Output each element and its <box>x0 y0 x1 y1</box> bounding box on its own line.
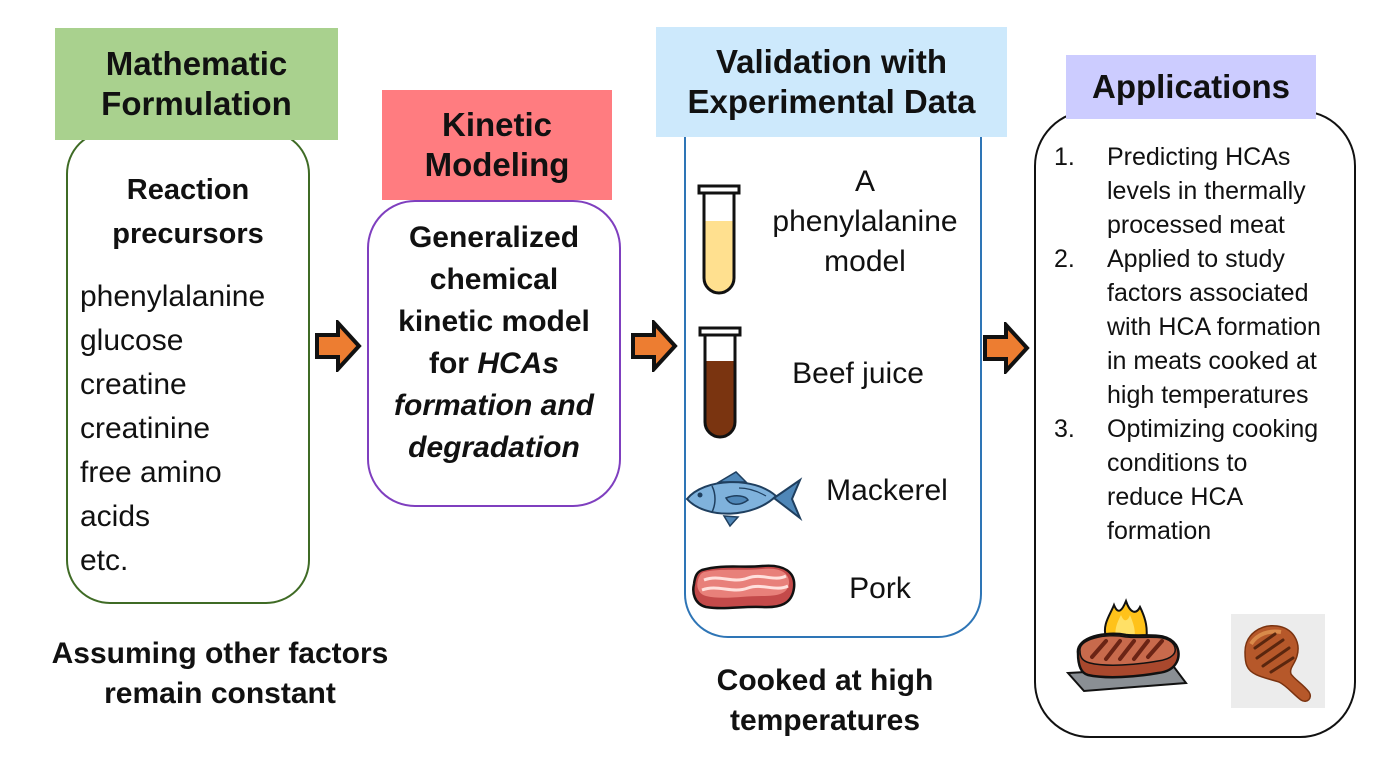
precursor-item: glucose <box>80 324 184 357</box>
precursor-item: etc. <box>80 544 129 577</box>
reaction-precursors-heading: Reaction precursors <box>66 168 310 256</box>
caption-line: Cooked at high <box>716 664 934 697</box>
label-line: Mackerel <box>826 474 948 507</box>
kinetic-modeling-header: Kinetic Modeling <box>382 90 612 200</box>
description-line: chemical <box>429 263 559 296</box>
item-number: 2. <box>1054 245 1075 273</box>
text-line: formation <box>1107 517 1212 545</box>
text-line: processed meat <box>1107 211 1285 239</box>
header-line: Kinetic <box>441 106 553 143</box>
item-number: 1. <box>1054 143 1075 171</box>
item-number: 3. <box>1054 415 1075 443</box>
caption-line: remain constant <box>104 677 336 710</box>
fish-icon <box>685 471 803 528</box>
label-line: Beef juice <box>792 357 924 390</box>
precursor-item: creatinine <box>80 412 211 445</box>
math-formulation-box <box>66 130 310 604</box>
application-item: 2. Applied to study factors associated w… <box>1054 242 1354 412</box>
text-line: high temperatures <box>1107 381 1309 409</box>
validation-item-beef-juice: Beef juice <box>778 354 938 394</box>
pork-meat-icon <box>692 564 796 610</box>
applications-header: Applications <box>1066 55 1316 119</box>
math-formulation-header: Mathematic Formulation <box>55 28 338 140</box>
description-line: degradation <box>408 431 580 464</box>
arrow-right-icon <box>631 320 678 372</box>
label-line: model <box>824 245 906 278</box>
applications-list: 1. Predicting HCAs levels in thermally p… <box>1054 140 1354 548</box>
test-tube-yellow-icon <box>697 184 741 295</box>
validation-item-phenylalanine-model: A phenylalanine model <box>752 162 978 282</box>
test-tube-brown-icon <box>698 326 742 439</box>
label-line: phenylalanine <box>772 205 958 238</box>
description-line: formation and <box>394 389 594 422</box>
caption-line: Assuming other factors <box>51 637 389 670</box>
heading-line: precursors <box>112 218 264 250</box>
header-line: Modeling <box>424 146 570 183</box>
item-text: Optimizing cooking conditions to reduce … <box>1107 412 1354 548</box>
description-line: Generalized <box>408 221 580 254</box>
description-line: for HCAs <box>367 343 621 385</box>
label-line: A <box>854 165 875 198</box>
grilled-chicken-leg-image <box>1231 614 1325 708</box>
precursor-list: phenylalanine glucose creatine creatinin… <box>80 275 265 583</box>
precursor-item: creatine <box>80 368 187 401</box>
text-line: in meats cooked at <box>1107 347 1317 375</box>
text-line: Applied to study <box>1107 245 1285 273</box>
precursor-item: acids <box>80 500 151 533</box>
text-line: Predicting HCAs <box>1107 143 1291 171</box>
item-text: Applied to study factors associated with… <box>1107 242 1354 412</box>
text-line: factors associated <box>1107 279 1309 307</box>
header-line: Mathematic <box>105 45 288 82</box>
header-line: Validation with <box>715 43 947 80</box>
hcas-term: HCAs <box>477 347 559 380</box>
validation-item-pork: Pork <box>820 569 940 609</box>
text-line: conditions to <box>1107 449 1248 477</box>
header-line: Experimental Data <box>687 83 976 120</box>
text-line: levels in thermally <box>1107 177 1306 205</box>
grilled-steak-icon <box>1066 598 1188 693</box>
validation-header: Validation with Experimental Data <box>656 27 1007 137</box>
kinetic-modeling-box <box>367 200 621 507</box>
application-item: 3. Optimizing cooking conditions to redu… <box>1054 412 1354 548</box>
kinetic-model-description: Generalized chemical kinetic model for H… <box>367 217 621 469</box>
label-line: Pork <box>849 572 911 605</box>
validation-item-mackerel: Mackerel <box>812 471 962 511</box>
text-line: Optimizing cooking <box>1107 415 1319 443</box>
precursor-item: free amino <box>80 456 222 489</box>
arrow-right-icon <box>315 320 362 372</box>
heading-line: Reaction <box>126 174 250 206</box>
application-item: 1. Predicting HCAs levels in thermally p… <box>1054 140 1354 242</box>
math-caption: Assuming other factors remain constant <box>20 634 420 714</box>
description-text: for <box>428 347 478 380</box>
text-line: with HCA formation <box>1107 313 1321 341</box>
text-line: reduce HCA <box>1107 483 1244 511</box>
precursor-item: phenylalanine <box>80 280 266 313</box>
arrow-right-icon <box>983 322 1030 374</box>
validation-caption: Cooked at high temperatures <box>640 661 1010 741</box>
description-line: kinetic model <box>398 305 590 338</box>
item-text: Predicting HCAs levels in thermally proc… <box>1107 140 1354 242</box>
caption-line: temperatures <box>729 704 921 737</box>
header-line: Formulation <box>101 85 292 122</box>
header-line: Applications <box>1091 68 1291 105</box>
